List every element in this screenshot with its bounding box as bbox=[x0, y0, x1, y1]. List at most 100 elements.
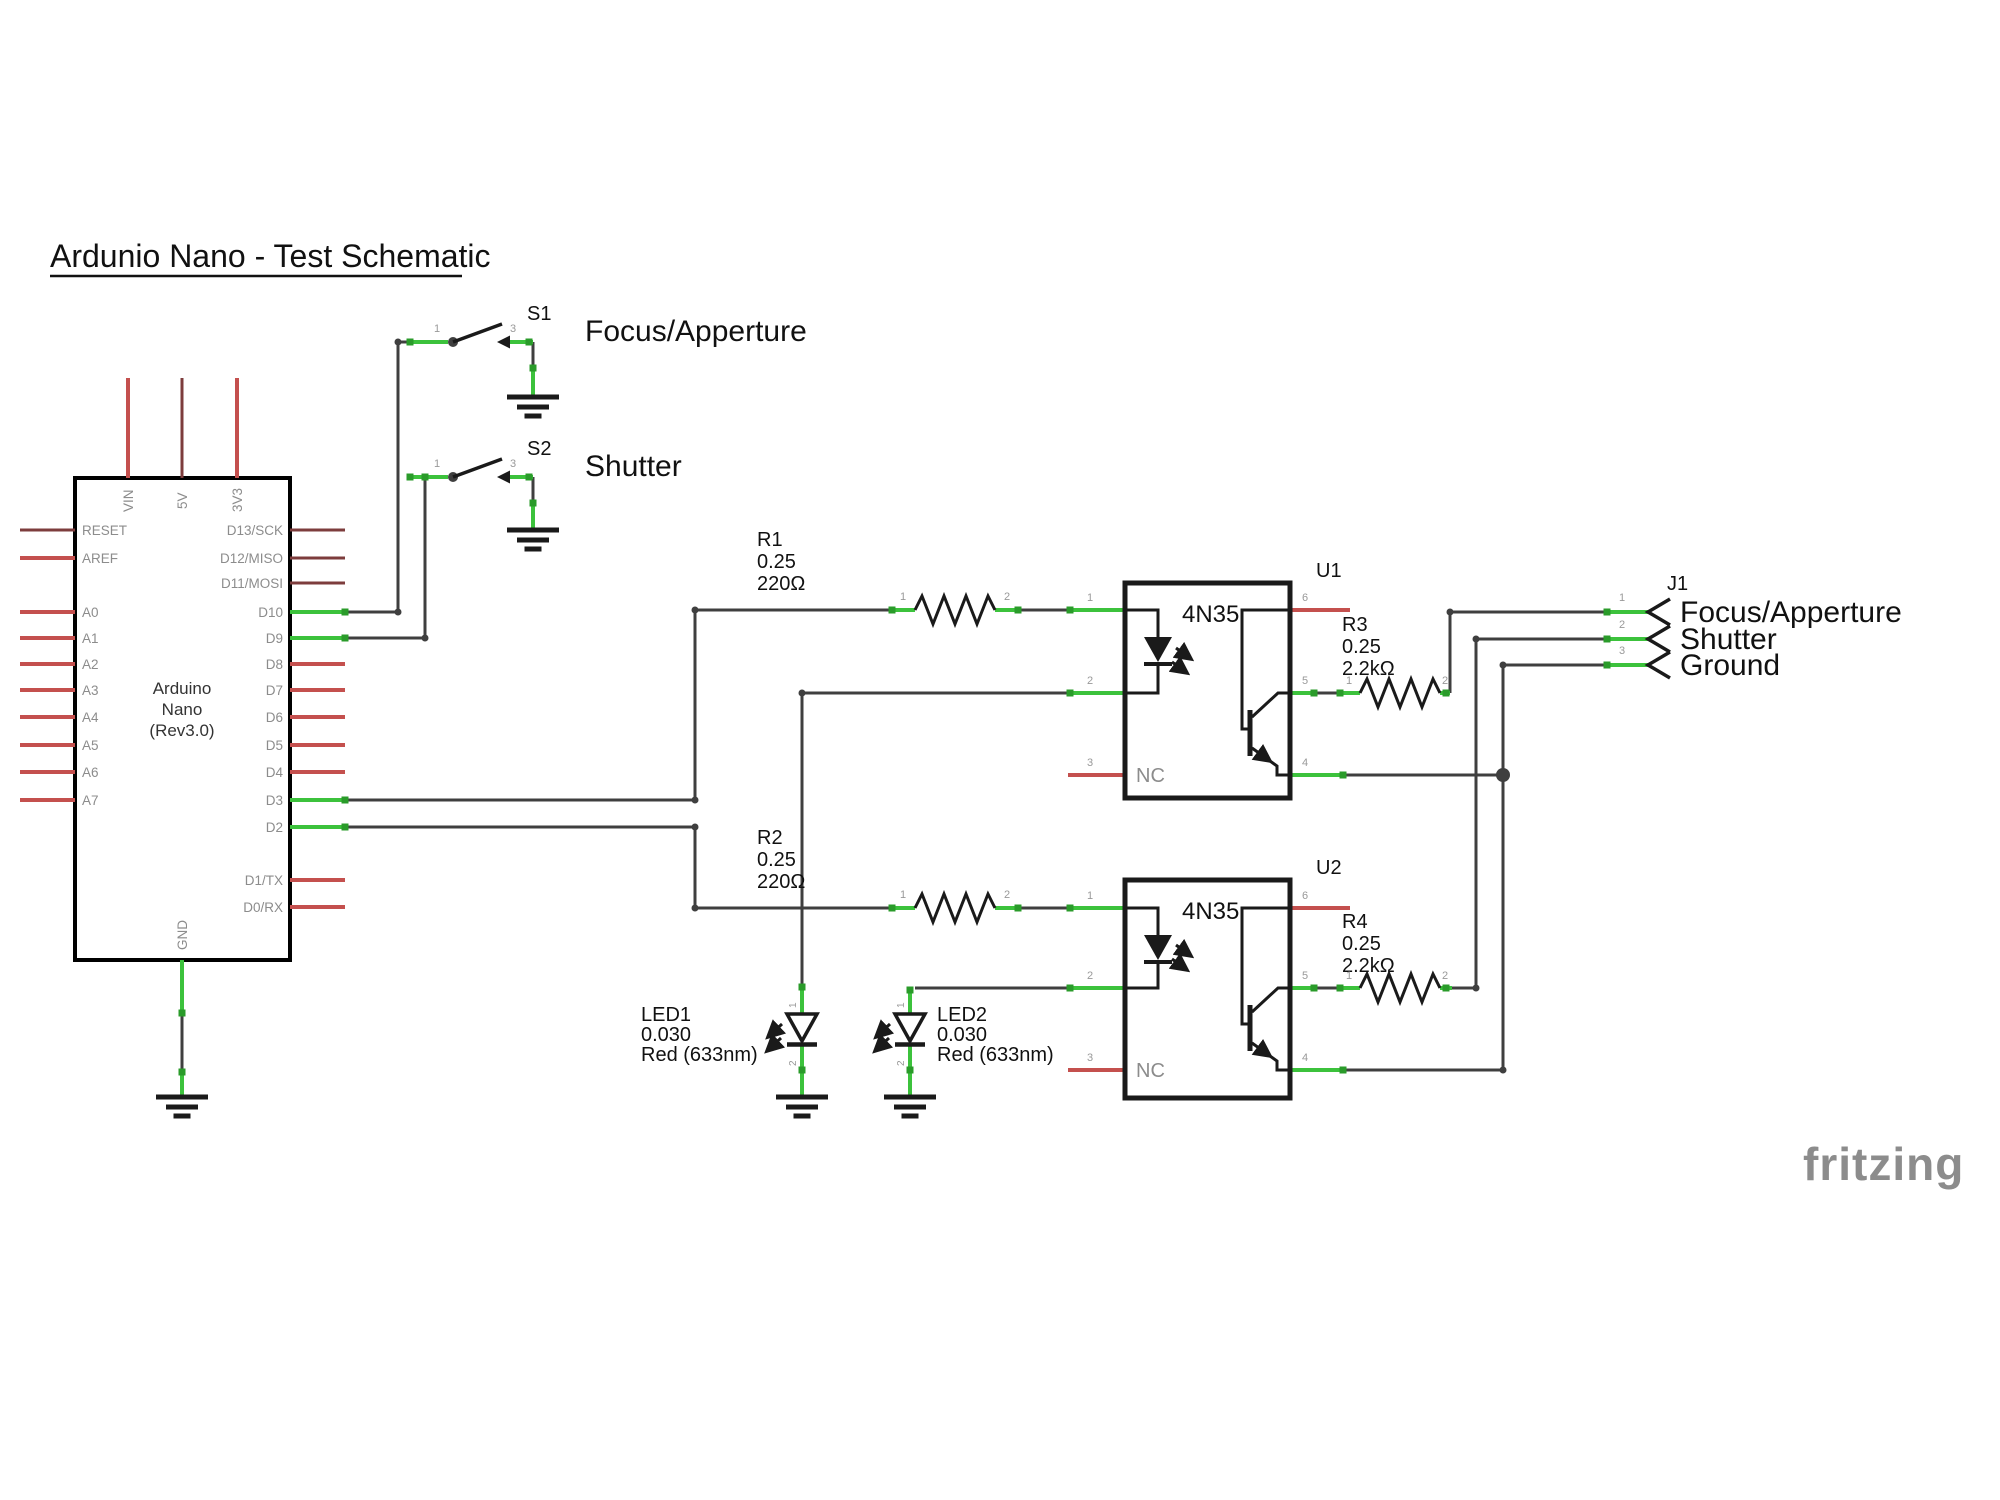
pin-label-3v3: 3V3 bbox=[230, 488, 245, 512]
led2-ref: LED2 bbox=[937, 1004, 987, 1026]
wire-d10-s1 bbox=[345, 340, 408, 614]
wire-bendpoints bbox=[394, 338, 1507, 1074]
led1-ref: LED1 bbox=[641, 1004, 691, 1026]
ground-symbol-led1 bbox=[776, 1097, 828, 1116]
svg-text:(Rev3.0): (Rev3.0) bbox=[149, 721, 214, 740]
pin-label-a2: A2 bbox=[82, 657, 99, 672]
led2-pin2-number: 2 bbox=[896, 1060, 907, 1066]
light-arrow bbox=[765, 1019, 787, 1040]
led-symbol bbox=[787, 1014, 817, 1045]
wire-ground-bus bbox=[1345, 663, 1607, 1072]
r3-power: 0.25 bbox=[1342, 636, 1381, 658]
r1-value: 220Ω bbox=[757, 573, 805, 595]
led1-pin2-number: 2 bbox=[788, 1060, 799, 1066]
u1-phototransistor bbox=[1240, 608, 1290, 777]
svg-text:Nano: Nano bbox=[162, 700, 203, 719]
j1-pin2-label: Shutter bbox=[1680, 623, 1777, 656]
j1-ref: J1 bbox=[1667, 573, 1688, 595]
pin-label-d13: D13/SCK bbox=[227, 523, 283, 538]
pin-label-d12: D12/MISO bbox=[220, 551, 283, 566]
u1-internal-led bbox=[1125, 608, 1195, 695]
arduino-top-pins: VIN 5V 3V3 bbox=[121, 378, 245, 512]
connector-j1: J1 1 2 3 Focus/Apperture Shutter Ground bbox=[1607, 573, 1902, 682]
light-arrow bbox=[1168, 952, 1191, 973]
r2-pin2-number: 2 bbox=[1004, 889, 1010, 901]
switch-contact-arrow bbox=[497, 470, 510, 484]
u2-ref: U2 bbox=[1316, 857, 1342, 879]
j1-pin2-number: 2 bbox=[1619, 619, 1625, 631]
arduino-bottom-pin: GND bbox=[156, 920, 208, 1116]
u2-nc-label: NC bbox=[1136, 1060, 1165, 1082]
pin-label-a4: A4 bbox=[82, 710, 99, 725]
resistor-r2: R2 0.25 220Ω 1 2 bbox=[757, 827, 1020, 924]
pin-chevron-icon bbox=[1644, 650, 1671, 680]
r2-value: 220Ω bbox=[757, 871, 805, 893]
u1-pin4-number: 4 bbox=[1302, 757, 1308, 769]
u2-pin6-number: 6 bbox=[1302, 890, 1308, 902]
r1-ref: R1 bbox=[757, 529, 783, 551]
r1-power: 0.25 bbox=[757, 551, 796, 573]
s1-pin1-number: 1 bbox=[434, 323, 440, 335]
wire-r4-j1 bbox=[1452, 637, 1607, 990]
r2-power: 0.25 bbox=[757, 849, 796, 871]
resistor-zigzag bbox=[913, 892, 997, 924]
pin-label-a1: A1 bbox=[82, 631, 99, 646]
s1-pin3-number: 3 bbox=[510, 323, 516, 335]
page-title: Ardunio Nano - Test Schematic bbox=[50, 238, 491, 274]
r2-pin1-number: 1 bbox=[900, 889, 906, 901]
pin-label-a0: A0 bbox=[82, 605, 99, 620]
switch-s2: S2 1 3 Shutter bbox=[408, 438, 682, 549]
u1-part-number: 4N35 bbox=[1182, 601, 1239, 628]
u1-pin5-number: 5 bbox=[1302, 675, 1308, 687]
pin-label-aref: AREF bbox=[82, 551, 118, 566]
resistor-zigzag bbox=[913, 594, 997, 626]
pin-label-d1tx: D1/TX bbox=[245, 873, 283, 888]
u2-pin5-number: 5 bbox=[1302, 970, 1308, 982]
u2-pin1-number: 1 bbox=[1087, 890, 1093, 902]
ground-symbol-s1 bbox=[507, 397, 559, 416]
pin-label-a5: A5 bbox=[82, 738, 99, 753]
u1-pin6-number: 6 bbox=[1302, 592, 1308, 604]
pin-label-d11: D11/MOSI bbox=[221, 576, 283, 591]
r3-ref: R3 bbox=[1342, 614, 1368, 636]
light-arrow bbox=[1168, 655, 1191, 676]
u2-phototransistor bbox=[1240, 906, 1290, 1072]
wire-d2-r2 bbox=[345, 825, 890, 910]
u2-pin4-number: 4 bbox=[1302, 1052, 1308, 1064]
led1-color: Red (633nm) bbox=[641, 1044, 758, 1066]
led2-current: 0.030 bbox=[937, 1024, 987, 1046]
ground-symbol-led2 bbox=[884, 1097, 936, 1116]
terminal-squares bbox=[178, 338, 1611, 1076]
j1-pin3-number: 3 bbox=[1619, 645, 1625, 657]
pin-label-reset: RESET bbox=[82, 523, 127, 538]
arduino-right-pins: D13/SCK D12/MISO D11/MOSI D10 D9 D8 D7 D… bbox=[220, 523, 345, 915]
pin-label-d2: D2 bbox=[266, 820, 283, 835]
wire-d3-r1 bbox=[345, 608, 890, 802]
resistor-r4: R4 0.25 2.2kΩ 1 2 bbox=[1338, 911, 1452, 1004]
pin-label-a6: A6 bbox=[82, 765, 99, 780]
fritzing-logo: fritzing bbox=[1803, 1138, 1964, 1190]
title-block: Ardunio Nano - Test Schematic bbox=[50, 238, 491, 278]
r4-value: 2.2kΩ bbox=[1342, 955, 1395, 977]
s2-ref: S2 bbox=[527, 438, 551, 460]
pin-label-d10: D10 bbox=[258, 605, 283, 620]
r4-pin2-number: 2 bbox=[1442, 970, 1448, 982]
light-arrow bbox=[873, 1019, 895, 1040]
optocoupler-u1: U1 4N35 NC 1 2 3 6 5 4 bbox=[1068, 560, 1350, 801]
wire-d9-s2 bbox=[345, 477, 427, 640]
led2-color: Red (633nm) bbox=[937, 1044, 1054, 1066]
pin-label-d9: D9 bbox=[266, 631, 283, 646]
pin-label-a7: A7 bbox=[82, 793, 99, 808]
pin-label-a3: A3 bbox=[82, 683, 99, 698]
switch-lever bbox=[452, 457, 503, 479]
r3-pin2-number: 2 bbox=[1442, 675, 1448, 687]
led-symbol bbox=[895, 1014, 925, 1045]
u1-pin2-number: 2 bbox=[1087, 675, 1093, 687]
light-arrow bbox=[764, 1033, 786, 1054]
resistor-r3: R3 0.25 2.2kΩ 1 2 bbox=[1338, 614, 1450, 709]
pin-label-d4: D4 bbox=[266, 765, 284, 780]
led1-current: 0.030 bbox=[641, 1024, 691, 1046]
pin-label-d6: D6 bbox=[266, 710, 283, 725]
pin-chevron-icon bbox=[1644, 597, 1671, 627]
